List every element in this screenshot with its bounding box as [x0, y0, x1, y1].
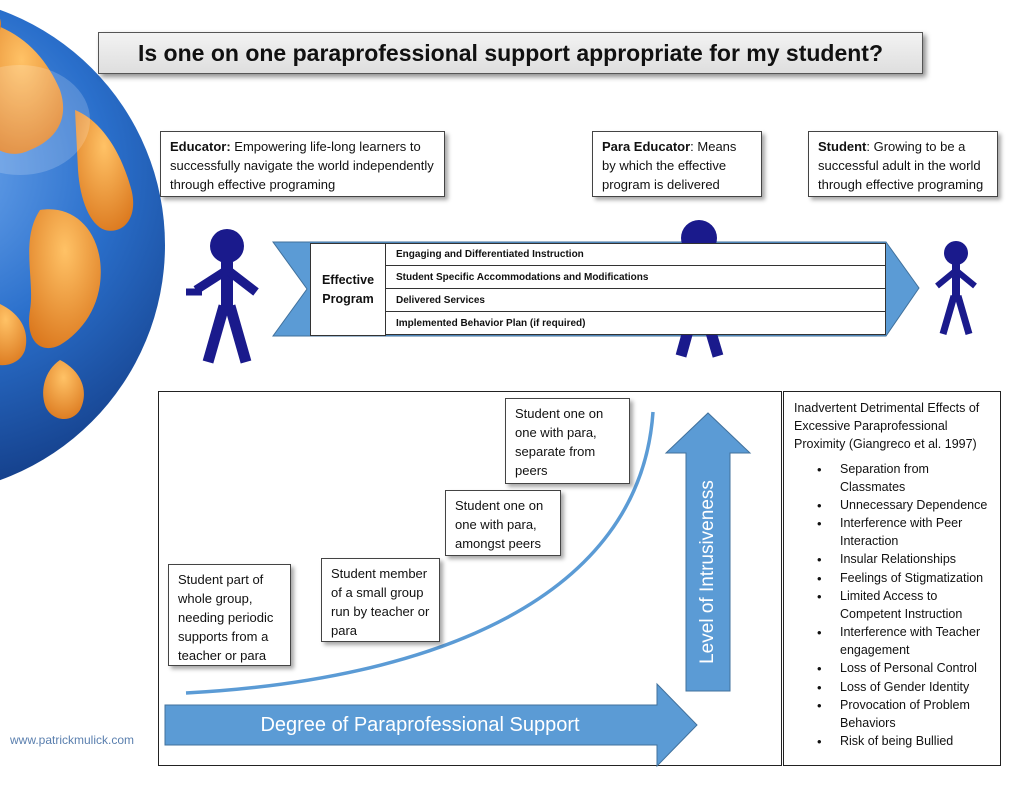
effects-list: Separation from Classmates Unnecessary D…: [794, 461, 990, 751]
detrimental-effects-panel: Inadvertent Detrimental Effects of Exces…: [783, 391, 1001, 766]
effect-item: Separation from Classmates: [794, 461, 990, 497]
effects-title: Inadvertent Detrimental Effects of Exces…: [794, 401, 980, 451]
effect-item: Limited Access to Competent Instruction: [794, 588, 990, 624]
degree-axis-label: Degree of Paraprofessional Support: [260, 713, 580, 736]
effective-program-label: Effective Program: [310, 243, 386, 336]
degree-axis-arrow: [164, 682, 698, 768]
program-components-table: Engaging and Differentiated Instruction …: [385, 243, 886, 335]
effect-item: Feelings of Stigmatization: [794, 570, 990, 588]
support-diagram-frame: [158, 391, 782, 766]
educator-label: Educator:: [170, 139, 231, 154]
program-row: Student Specific Accommodations and Modi…: [385, 266, 886, 289]
globe-image: [0, 0, 165, 481]
website-credit: www.patrickmulick.com: [10, 733, 135, 747]
student-figure: [935, 241, 977, 335]
support-step-whole-group: Student part of whole group, needing per…: [168, 564, 291, 666]
page-title: Is one on one paraprofessional support a…: [137, 39, 884, 66]
support-step-one-on-one-amongst-peers: Student one on one with para, amongst pe…: [445, 490, 561, 556]
para-educator-label: Para Educator: [602, 139, 691, 154]
effect-item: Insular Relationships: [794, 551, 990, 569]
effect-item: Loss of Gender Identity: [794, 679, 990, 697]
student-description-box: Student: Growing to be a successful adul…: [808, 131, 998, 197]
effect-item: Unnecessary Dependence: [794, 497, 990, 515]
effect-item: Interference with Teacher engagement: [794, 624, 990, 660]
para-educator-description-box: Para Educator: Means by which the effect…: [592, 131, 762, 197]
program-row: Engaging and Differentiated Instruction: [385, 243, 886, 266]
effect-item: Interference with Peer Interaction: [794, 515, 990, 551]
para-educator-text: : Means by which the effective program i…: [602, 139, 737, 192]
student-label: Student: [818, 139, 867, 154]
educator-description-box: Educator: Empowering life-long learners …: [160, 131, 445, 197]
support-intrusiveness-curve: [185, 411, 655, 695]
program-row: Delivered Services: [385, 289, 886, 312]
educator-text: Empowering life-long learners to success…: [170, 139, 434, 192]
program-row: Implemented Behavior Plan (if required): [385, 312, 886, 335]
educator-figure: [186, 229, 259, 364]
title-box: Is one on one paraprofessional support a…: [98, 32, 923, 74]
effect-item: Risk of being Bullied: [794, 733, 990, 751]
student-text: : Growing to be a successful adult in th…: [818, 139, 984, 192]
effect-item: Loss of Personal Control: [794, 660, 990, 678]
support-step-small-group: Student member of a small group run by t…: [321, 558, 440, 642]
effect-item: Provocation of Problem Behaviors: [794, 697, 990, 733]
intrusiveness-axis-arrow: [664, 412, 752, 692]
support-step-one-on-one-separate: Student one on one with para, separate f…: [505, 398, 630, 484]
intrusiveness-axis-label: Level of Intrusiveness: [697, 480, 719, 664]
